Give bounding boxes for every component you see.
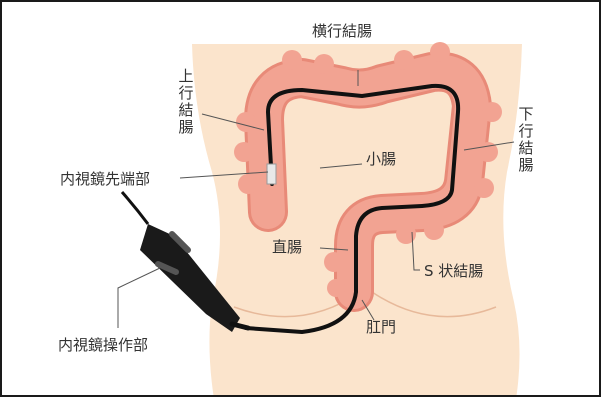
leader-small-intestine <box>319 163 363 169</box>
label-endoscope-tip: 内視鏡先端部 <box>60 170 151 188</box>
label-descending-colon: 下行結腸 <box>518 105 534 174</box>
label-ascending-colon: 上行結腸 <box>178 67 194 136</box>
label-transverse-colon: 横行結腸 <box>312 22 373 40</box>
label-rectum: 直腸 <box>272 238 303 256</box>
leader-ascending <box>201 113 265 131</box>
endoscope-tube <box>244 83 461 334</box>
leader-control <box>117 267 161 328</box>
endoscope-tip-marker <box>266 163 277 185</box>
colon <box>234 42 502 312</box>
groin-line-right <box>371 291 497 318</box>
label-sigmoid-colon: S 状結腸 <box>424 262 484 280</box>
leader-anus <box>361 299 375 321</box>
leader-descending <box>463 141 515 151</box>
leader-sigmoid <box>411 231 420 271</box>
label-small-intestine: 小腸 <box>366 150 397 168</box>
endoscope-control-unit <box>120 191 251 332</box>
leader-rectum <box>319 247 349 251</box>
leader-lines <box>117 70 515 328</box>
label-endoscope-control: 内視鏡操作部 <box>58 336 149 354</box>
label-anus: 肛門 <box>366 318 397 336</box>
leader-tip <box>179 171 269 179</box>
